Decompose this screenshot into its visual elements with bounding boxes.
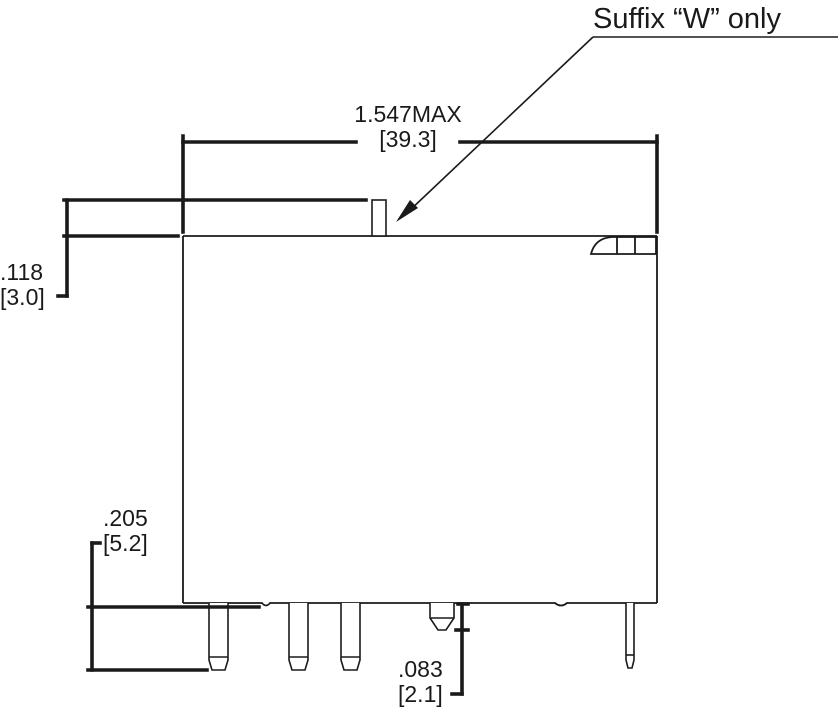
corner-latch bbox=[589, 236, 657, 255]
pin-2 bbox=[288, 603, 309, 671]
relay-body bbox=[182, 235, 658, 607]
standoff-inch-label: .083 bbox=[398, 656, 443, 682]
pin-length-inch-label: .205 bbox=[103, 505, 148, 531]
pin-3 bbox=[340, 603, 361, 671]
callout-leader-line bbox=[407, 36, 594, 213]
top-offset-mm-label: [3.0] bbox=[0, 284, 45, 310]
pin-length-mm-label: [5.2] bbox=[103, 530, 148, 556]
width-inch-label: 1.547MAX bbox=[354, 101, 461, 127]
pin-4 bbox=[625, 603, 635, 669]
top-offset-dimension: .118 [3.0] bbox=[0, 198, 368, 310]
width-dimension: 1.547MAX [39.3] bbox=[181, 101, 659, 234]
top-offset-inch-label: .118 bbox=[0, 259, 43, 285]
callout-arrowhead bbox=[396, 200, 418, 222]
body-bottom-edge bbox=[183, 602, 657, 607]
standoff-dimension: .083 [2.1] bbox=[398, 602, 470, 707]
latch-outline bbox=[589, 236, 657, 255]
standoff-mm-label: [2.1] bbox=[398, 681, 443, 707]
callout-label: Suffix “W” only bbox=[593, 3, 782, 35]
suffix-w-terminal bbox=[371, 199, 387, 237]
width-mm-label: [39.3] bbox=[379, 126, 437, 152]
standoff-boss bbox=[429, 603, 455, 631]
pin-length-dimension: .205 [5.2] bbox=[86, 505, 261, 672]
suffix-w-callout: Suffix “W” only bbox=[396, 3, 838, 222]
pins bbox=[208, 603, 635, 671]
pin-1 bbox=[208, 603, 229, 671]
